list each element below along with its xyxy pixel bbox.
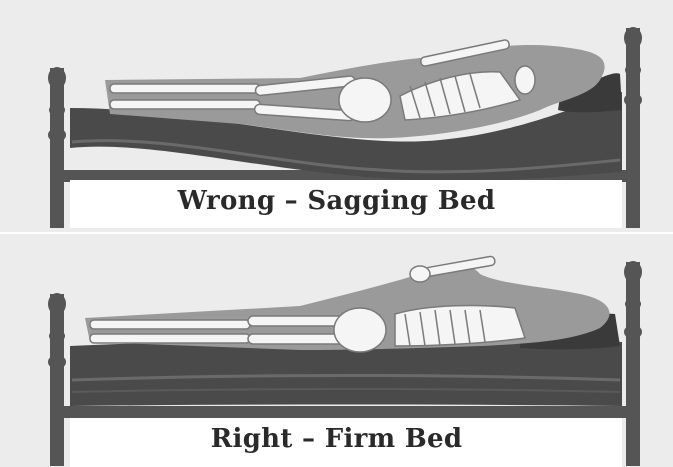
panel-caption: Right – Firm Bed: [0, 424, 673, 454]
bed-frame-rail: [64, 406, 626, 418]
panel-caption: Wrong – Sagging Bed: [0, 186, 673, 216]
wrong-sagging-bed-panel: Wrong – Sagging Bed: [0, 0, 673, 232]
right-firm-bed-panel: Right – Firm Bed: [0, 234, 673, 467]
